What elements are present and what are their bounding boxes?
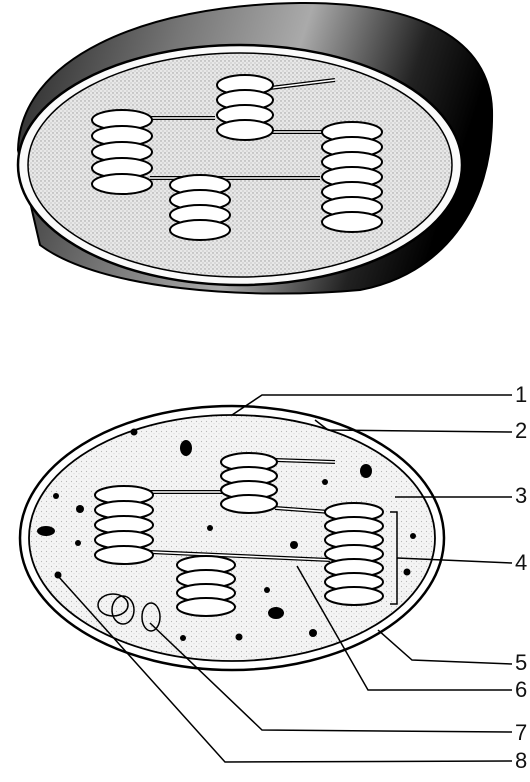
granule — [410, 533, 416, 539]
granum-top-center-disc — [217, 120, 273, 140]
granule — [322, 479, 328, 485]
granule — [180, 635, 186, 641]
granule — [309, 629, 317, 637]
label-2: 2 — [515, 418, 527, 443]
granum-top-left-disc — [92, 174, 152, 194]
granule — [131, 429, 138, 436]
granum-center-disc — [221, 495, 277, 513]
granum-right-disc — [325, 587, 383, 605]
granule — [236, 634, 243, 641]
label-5: 5 — [515, 650, 527, 675]
granule — [290, 541, 298, 549]
granule — [180, 440, 192, 456]
granum-left-disc — [95, 546, 153, 564]
granule — [268, 607, 284, 619]
granum-top-bottom-disc — [170, 220, 230, 240]
label-4: 4 — [515, 550, 527, 575]
granule — [53, 493, 59, 499]
granule — [404, 569, 411, 576]
granule — [75, 540, 81, 546]
label-3: 3 — [515, 483, 527, 508]
leader-line — [378, 630, 512, 664]
label-7: 7 — [515, 720, 527, 745]
granum-bottom-disc — [177, 598, 235, 616]
label-numbers: 1 2 3 4 5 6 7 8 — [515, 382, 527, 773]
granule — [55, 572, 62, 579]
chloroplast-3d-view — [18, 3, 492, 294]
granum-top-right-disc — [322, 212, 382, 232]
label-8: 8 — [515, 748, 527, 773]
chloroplast-section-view — [20, 406, 444, 670]
granule — [207, 525, 213, 531]
granule — [360, 464, 372, 478]
granule — [264, 587, 270, 593]
label-1: 1 — [515, 382, 527, 407]
granule — [76, 505, 84, 513]
granule — [37, 526, 55, 536]
label-6: 6 — [515, 677, 527, 702]
